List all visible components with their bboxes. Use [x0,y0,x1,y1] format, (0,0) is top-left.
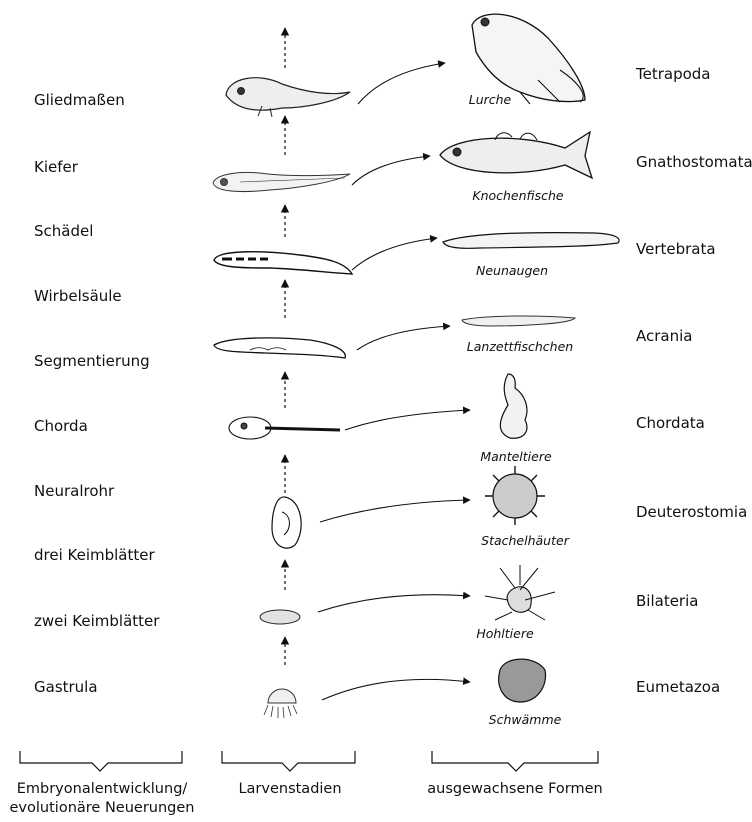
organism-label: Hohltiere [435,625,575,643]
taxon-label: Vertebrata [636,240,716,258]
adult-tunicate [500,374,527,438]
larva-lamprey-larva [214,252,352,274]
innovation-label: Gastrula [34,678,98,696]
adult-lancelet [462,316,575,326]
larva-sponge-larva [264,689,297,718]
taxon-label: Acrania [636,327,692,345]
innovation-label: Schädel [34,222,93,240]
organism-label: Schwämme [455,711,595,729]
taxon-label: Gnathostomata [636,153,752,171]
taxon-label: Deuterostomia [636,503,747,521]
column-footer-larval: Larvenstadien [200,780,380,799]
taxon-label: Eumetazoa [636,678,720,696]
organism-label: Lanzettfischchen [450,338,590,356]
adult-bony-fish [440,132,592,178]
larva-fish-larva [213,172,350,191]
column-brackets [20,751,598,771]
column-footer-embryonic: Embryonalentwicklung/ evolutionäre Neuer… [0,780,204,818]
organism-label: Stachelhäuter [455,532,595,550]
larva-echinoderm-larva [272,497,301,548]
innovation-label: Gliedmaßen [34,91,125,109]
innovation-label: Kiefer [34,158,78,176]
organism-label: Neunaugen [442,262,582,280]
taxon-label: Chordata [636,414,705,432]
larva-tunicate-larva [229,417,340,439]
adult-lamprey [443,233,619,249]
innovation-label: Neuralrohr [34,482,114,500]
larva-tadpole [226,78,350,117]
larva-planula [260,610,300,624]
taxon-label: Tetrapoda [636,65,711,83]
taxon-label: Bilateria [636,592,698,610]
innovation-label: Wirbelsäule [34,287,122,305]
adult-sponge [499,659,546,702]
column-footer-embryonic-line1: Embryonalentwicklung/ [0,780,204,799]
larva-lancelet-larva [214,338,345,358]
innovation-label: Segmentierung [34,352,150,370]
adult-sea-urchin [485,466,545,525]
innovation-label: Chorda [34,417,88,435]
adult-hydrozoan [485,565,555,620]
organism-label: Manteltiere [446,448,586,466]
column-footer-embryonic-line2: evolutionäre Neuerungen [0,799,204,818]
innovation-label: drei Keimblätter [34,546,155,564]
organism-label: Knochenfische [448,187,588,205]
column-footer-adult: ausgewachsene Formen [410,780,620,799]
innovation-label: zwei Keimblätter [34,612,159,630]
organism-label: Lurche [420,91,560,109]
